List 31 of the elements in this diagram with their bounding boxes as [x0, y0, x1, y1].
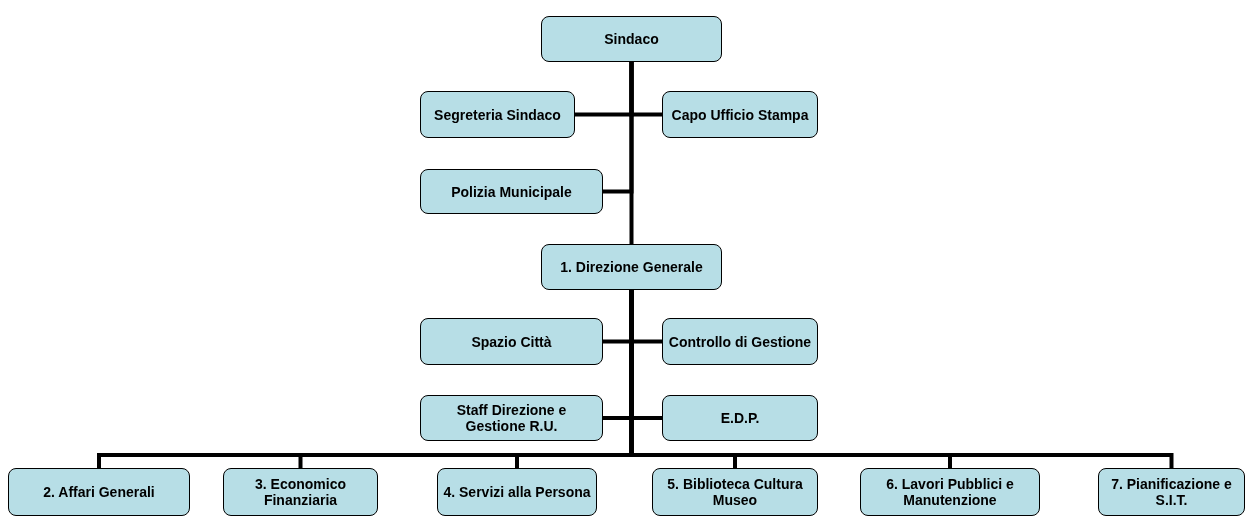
unit-name: 2. Affari Generali: [43, 484, 155, 500]
unit-name: Capo Ufficio Stampa: [671, 106, 809, 123]
unit-name: 6. Lavori Pubblici e Manutenzione: [885, 476, 1015, 508]
org-box: [662, 91, 818, 138]
unit-name: E.D.P.: [720, 410, 760, 426]
org-box: [223, 468, 378, 516]
org-box: [652, 468, 818, 516]
unit-name: 3. Economico Finanziaria: [254, 476, 347, 508]
unit-name: Controllo di Gestione: [668, 333, 812, 350]
org-box: [420, 169, 603, 214]
unit-name: Segreteria Sindaco: [434, 106, 561, 123]
unit-name: Polizia Municipale: [451, 183, 572, 200]
unit-name: Staff Direzione e Gestione R.U.: [455, 402, 568, 434]
org-box: [420, 395, 603, 441]
org-box: [1098, 468, 1245, 516]
unit-name: 1. Direzione Generale: [560, 259, 703, 275]
unit-name: 7. Pianificazione e S.I.T.: [1110, 476, 1233, 508]
org-box: [662, 395, 818, 441]
unit-name: Sindaco: [604, 31, 659, 47]
org-box: [662, 318, 818, 365]
org-box: [8, 468, 190, 516]
org-box: [541, 16, 722, 62]
connector-line: [629, 62, 634, 244]
org-box: [437, 468, 597, 516]
org-box: [420, 318, 603, 365]
org-box: [860, 468, 1040, 516]
org-box: [541, 244, 722, 290]
unit-name: 5. Biblioteca Cultura Museo: [666, 476, 804, 508]
unit-name: Spazio Città: [471, 333, 552, 350]
org-box: [420, 91, 575, 138]
unit-name: 4. Servizi alla Persona: [443, 484, 591, 500]
